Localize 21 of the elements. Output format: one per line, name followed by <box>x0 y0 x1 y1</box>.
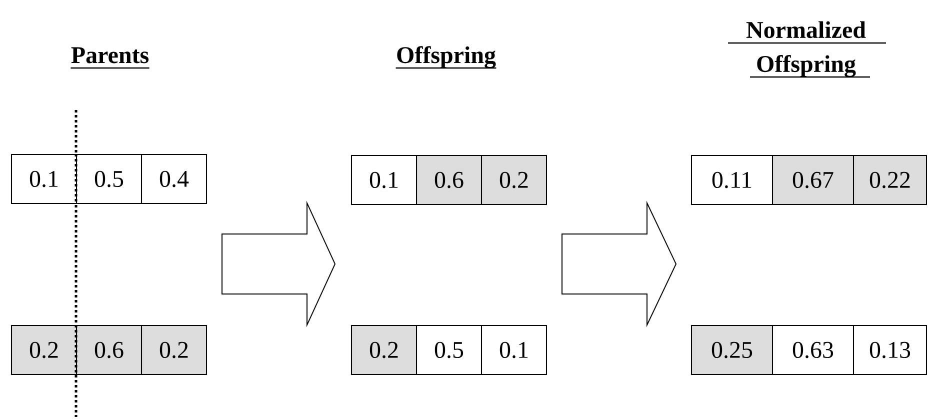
gene-cell: 0.4 <box>141 154 207 204</box>
gene-cell: 0.63 <box>772 325 854 375</box>
gene-cell: 0.5 <box>416 325 482 375</box>
gene-cell: 0.1 <box>351 155 417 205</box>
gene-cell: 0.2 <box>141 325 207 375</box>
gene-cell: 0.11 <box>691 155 773 205</box>
column-heading: Offspring <box>396 46 496 69</box>
gene-cell: 0.2 <box>351 325 417 375</box>
gene-cell: 0.6 <box>76 325 142 375</box>
gene-cell: 0.22 <box>853 155 927 205</box>
gene-cell: 0.5 <box>76 154 142 204</box>
gene-cell: 0.25 <box>691 325 773 375</box>
gene-cell: 0.2 <box>481 155 547 205</box>
column-heading: Normalized Offspring <box>728 21 886 78</box>
gene-cell: 0.67 <box>772 155 854 205</box>
gene-cell: 0.2 <box>11 325 77 375</box>
gene-cell: 0.1 <box>481 325 547 375</box>
gene-cell: 0.13 <box>853 325 927 375</box>
column-heading: Parents <box>70 47 150 69</box>
gene-cell: 0.6 <box>416 155 482 205</box>
gene-cell: 0.1 <box>11 154 77 204</box>
